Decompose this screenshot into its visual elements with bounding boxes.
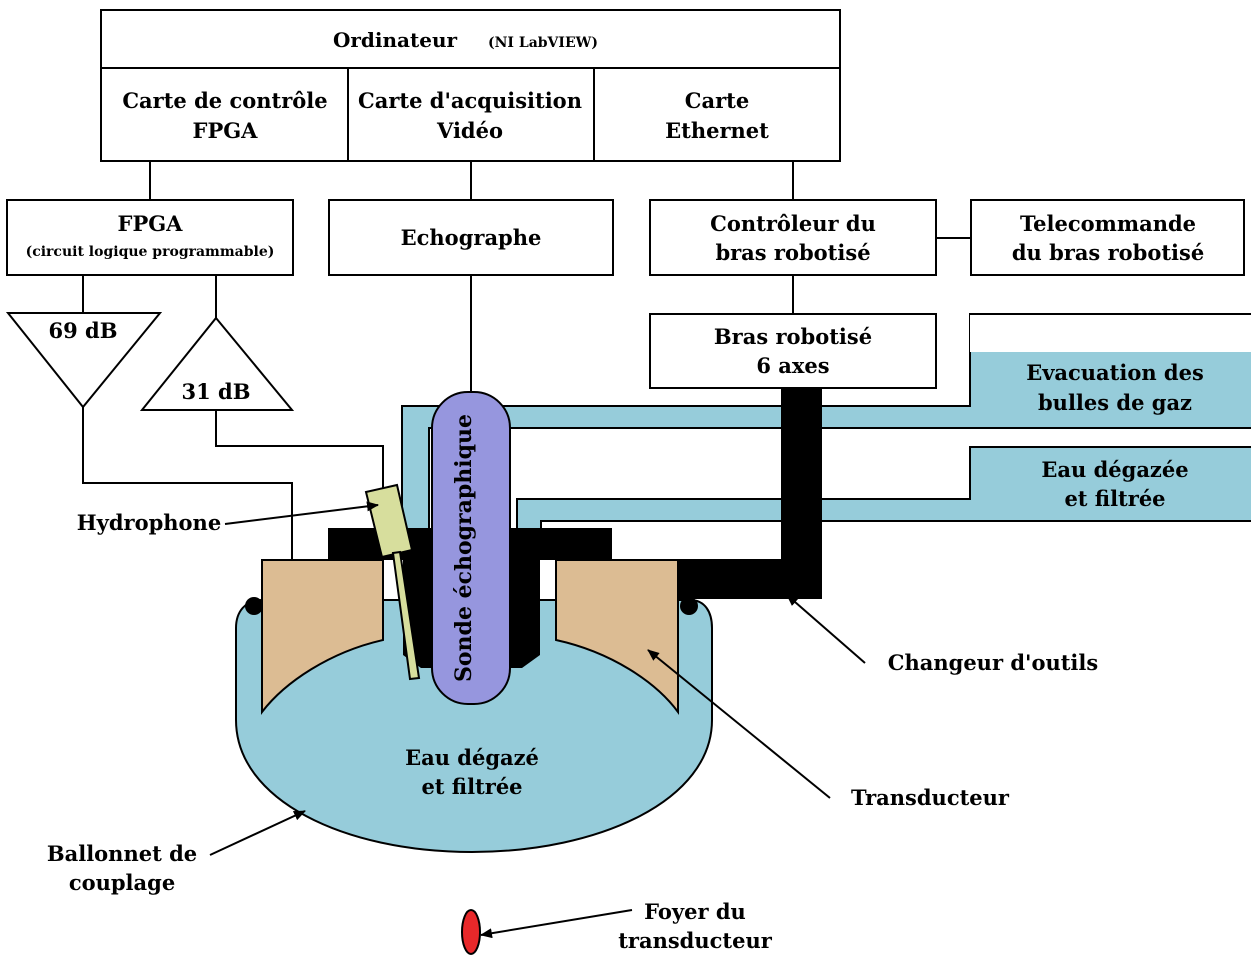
- card-ethernet-label-2: Ethernet: [665, 118, 769, 143]
- callout-focus: Foyer du transducteur: [480, 899, 773, 953]
- focus-arrow: [480, 909, 633, 939]
- card-fpga-label-1: Carte de contrôle: [122, 88, 327, 113]
- balloon-water-label-2: et filtrée: [421, 774, 522, 799]
- gas-outlet-fill: [402, 314, 1251, 560]
- coupling-balloon: [235, 599, 713, 854]
- wire-amp-low-to-hydrophone: [215, 410, 384, 492]
- remote-block: Telecommande du bras robotisé: [970, 199, 1245, 276]
- robot-controller-block: Contrôleur du bras robotisé: [649, 199, 937, 276]
- card-fpga-box: [100, 67, 349, 162]
- echographe-block: Echographe: [328, 199, 614, 276]
- card-video-label-1: Carte d'acquisition: [358, 88, 582, 113]
- remote-label-1: Telecommande: [1020, 211, 1196, 236]
- computer-box: [100, 9, 841, 69]
- probe-label: Sonde échographique: [451, 414, 477, 682]
- gas-outlet-label-1: Evacuation des: [1026, 360, 1204, 385]
- hydrophone-arrow: [224, 501, 379, 525]
- water-inlet-label-2: et filtrée: [1064, 486, 1165, 511]
- focus-label-2: transducteur: [618, 928, 773, 953]
- card-fpga-label-2: FPGA: [193, 118, 259, 143]
- fpga-block: FPGA (circuit logique programmable): [6, 199, 294, 276]
- hydrophone-label: Hydrophone: [77, 510, 221, 535]
- computer-subtitle: (NI LabVIEW): [488, 35, 598, 51]
- callout-tool-changer: Changeur d'outils: [786, 594, 1098, 675]
- tool-changer-arrow: [786, 594, 866, 664]
- transducer-right: [555, 559, 679, 716]
- echographe-box: [328, 199, 614, 276]
- computer-title: Ordinateur: [333, 28, 458, 52]
- robot-arm-elbow: [676, 559, 822, 599]
- card-video-box: [347, 67, 595, 162]
- water-inlet-outer-wall: [516, 446, 1251, 560]
- focus-label-1: Foyer du: [644, 899, 746, 924]
- amplifier-69db-label: 69 dB: [49, 318, 118, 343]
- robot-controller-box: [649, 199, 937, 276]
- gas-outlet-pipe: Evacuation des bulles de gaz: [401, 313, 1251, 560]
- echographe-label: Echographe: [401, 225, 542, 250]
- water-inlet-label-1: Eau dégazée: [1041, 457, 1188, 482]
- water-inlet-pipe: Eau dégazée et filtrée: [516, 446, 1251, 560]
- computer-block: Ordinateur (NI LabVIEW) Carte de contrôl…: [100, 9, 841, 162]
- callout-transducer: Transducteur: [647, 649, 1010, 810]
- fpga-subtitle: (circuit logique programmable): [26, 244, 275, 260]
- ultrasound-probe: [431, 391, 511, 705]
- transducer-label: Transducteur: [851, 785, 1010, 810]
- transducer-arrow: [647, 649, 831, 799]
- fpga-box: [6, 199, 294, 276]
- remote-box: [970, 199, 1245, 276]
- gas-outlet-label-2: bulles de gaz: [1038, 390, 1192, 415]
- robot-arm-box: [649, 313, 937, 389]
- wire-amp-high-to-transducer: [82, 407, 293, 560]
- water-inlet-inner-wall: [540, 520, 1251, 560]
- transducer-focus: [461, 909, 481, 955]
- balloon-arrow: [209, 810, 306, 856]
- robot-arm-label-1: Bras robotisé: [714, 324, 872, 349]
- water-inlet-fill: [517, 447, 1251, 560]
- gas-outlet-gap: [970, 314, 1251, 352]
- transducer-left: [261, 559, 384, 715]
- balloon-water-label-1: Eau dégazé: [405, 745, 539, 770]
- callout-balloon: Ballonnet de couplage: [47, 810, 306, 895]
- balloon-clamp-right: [680, 597, 698, 615]
- card-ethernet-label-1: Carte: [685, 88, 749, 113]
- robot-controller-label-1: Contrôleur du: [710, 211, 876, 236]
- balloon-clamp-left: [245, 597, 263, 615]
- balloon-label-1: Ballonnet de: [47, 841, 197, 866]
- card-ethernet-box: [593, 67, 841, 162]
- hydrophone-stem: [391, 550, 421, 681]
- robot-arm-block: Bras robotisé 6 axes: [649, 313, 937, 389]
- tool-changer-label: Changeur d'outils: [888, 650, 1098, 675]
- amplifier-69db: [5, 312, 163, 409]
- robot-controller-label-2: bras robotisé: [715, 240, 870, 265]
- balloon-label-2: couplage: [69, 870, 175, 895]
- amplifier-31db-label: 31 dB: [182, 379, 251, 404]
- fpga-title: FPGA: [118, 211, 184, 236]
- remote-label-2: du bras robotisé: [1012, 240, 1204, 265]
- card-video-label-2: Vidéo: [436, 118, 503, 143]
- robot-arm-label-2: 6 axes: [756, 353, 829, 378]
- robot-arm-shaft: [781, 388, 822, 588]
- gas-outlet-inner-wall: [428, 427, 1251, 540]
- callout-hydrophone: Hydrophone: [77, 501, 379, 535]
